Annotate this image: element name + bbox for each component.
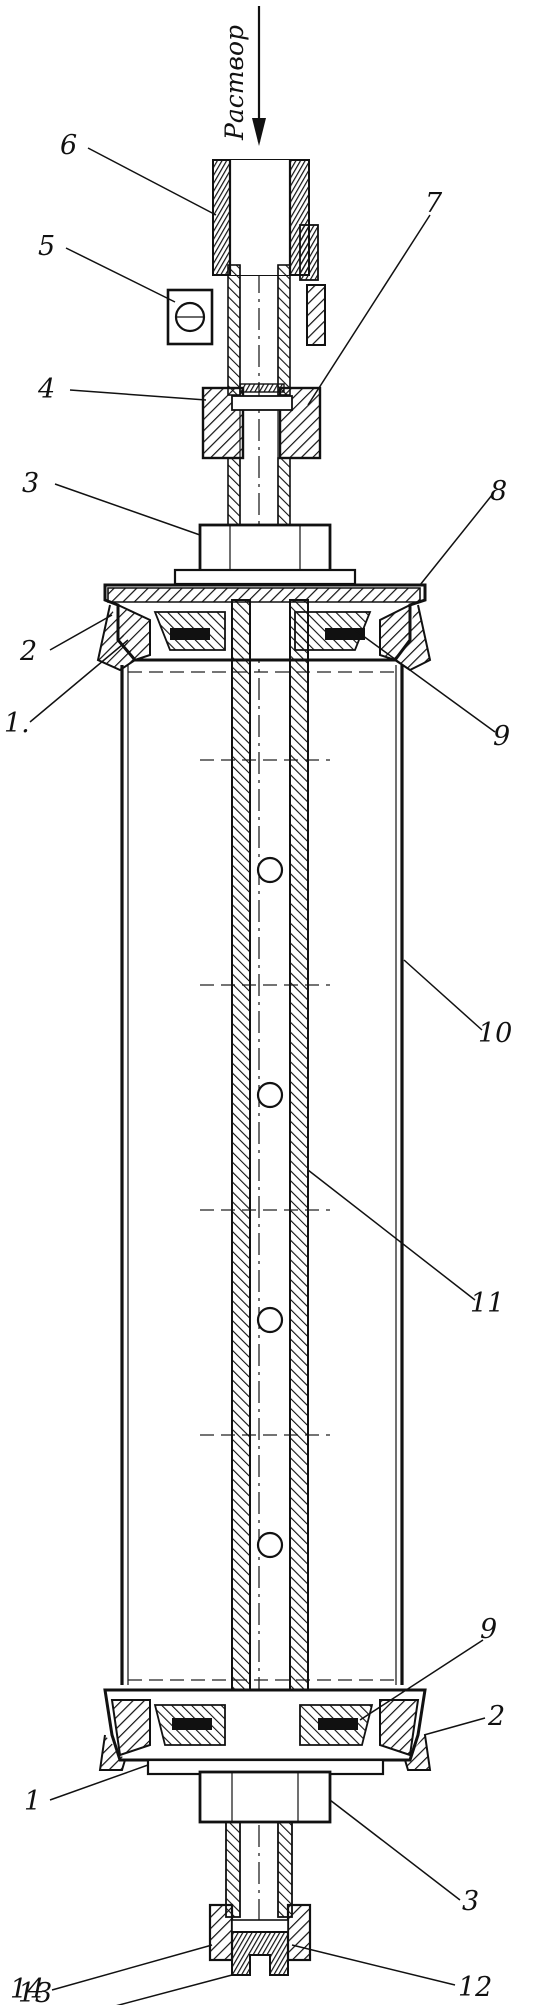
- central-tube: [231, 599, 309, 1721]
- top-nut: [173, 523, 357, 586]
- label-14: 14: [10, 1974, 44, 2005]
- label-7: 7: [425, 188, 443, 219]
- label-13: 13: [18, 1978, 52, 2005]
- label-9-top: 9: [493, 721, 510, 752]
- top-cap: [96, 583, 432, 672]
- label-6: 6: [60, 130, 77, 161]
- label-1-top: 1.: [4, 708, 30, 739]
- label-11: 11: [470, 1288, 504, 1319]
- label-10: 10: [478, 1018, 512, 1049]
- bottom-nut: [198, 1770, 332, 1824]
- label-9-bottom: 9: [480, 1614, 497, 1645]
- leader-lines: [29, 147, 496, 2005]
- label-4: 4: [37, 374, 55, 405]
- flow-arrow: [252, 6, 266, 146]
- label-3-bottom: 3: [462, 1886, 479, 1917]
- label-2-top: 2: [19, 636, 37, 667]
- bottom-outlet: [208, 1821, 312, 1976]
- filter-element: [120, 665, 404, 1685]
- bottom-cap: [98, 1688, 432, 1776]
- label-3-top: 3: [22, 468, 39, 499]
- label-2-bottom: 2: [487, 1701, 505, 1732]
- label-12: 12: [458, 1972, 492, 2003]
- flow-label: Раствор: [220, 25, 249, 141]
- label-1-bottom: 1: [24, 1786, 41, 1817]
- inlet-hose: [212, 159, 319, 281]
- label-5: 5: [38, 231, 55, 262]
- hose-clamp: [166, 284, 326, 346]
- label-8: 8: [490, 476, 507, 507]
- union-nut: [201, 383, 322, 460]
